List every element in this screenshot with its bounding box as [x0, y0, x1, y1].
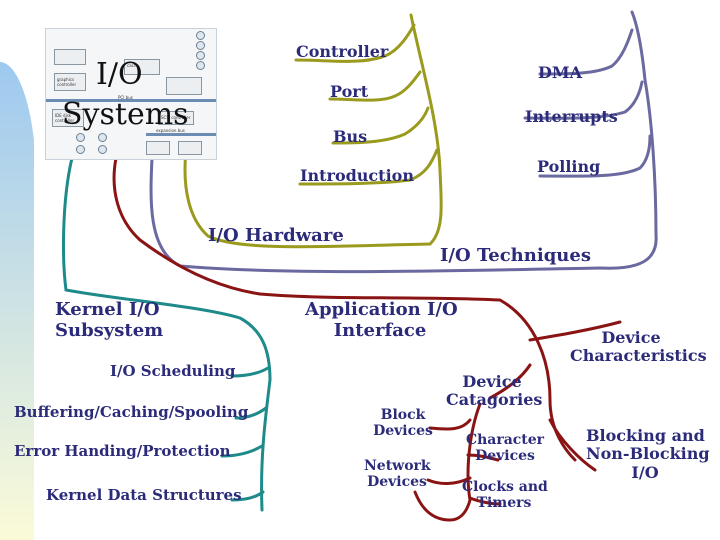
thumb-disk-5 [76, 133, 85, 142]
app-io-connector-categories [488, 363, 532, 400]
kernel-connector-buffering [234, 406, 268, 420]
thumb-ide-label: IDE disk controller [55, 113, 75, 123]
character-devices-line-1: Character [465, 432, 545, 448]
device-categories-line-1: Device [462, 372, 522, 391]
clocks-timers-line-1: Clocks and [462, 479, 548, 495]
app-io-connector-clocks [468, 496, 502, 506]
hardware-connector-port [328, 70, 422, 102]
techniques-root: I/O Techniques [440, 245, 591, 266]
thumb-disk-2 [196, 41, 205, 50]
app-io-connector-block [428, 418, 472, 431]
app-io-root-line-2: Interface [333, 319, 427, 341]
network-devices-label: Network Devices [364, 458, 431, 491]
kernel-item-scheduling: I/O Scheduling [110, 362, 236, 380]
thumb-disk-8 [98, 145, 107, 154]
kernel-item-error: Error Handing/Protection [14, 442, 231, 460]
block-devices-label: Block Devices [372, 407, 434, 439]
techniques-connector-polling [538, 134, 652, 178]
kernel-item-structures: Kernel Data Structures [46, 486, 242, 504]
device-categories-label: Device Catagories [446, 372, 543, 410]
techniques-connector-interrupts [523, 80, 644, 120]
blocking-io-line-2: Non-Blocking [586, 444, 710, 464]
app-io-root: Application I/O Interface [305, 299, 458, 341]
kernel-root-line-1: Kernel I/O [55, 299, 160, 320]
app-io-connector-character [466, 453, 500, 462]
blocking-io-line-3: I/O [631, 462, 659, 482]
hardware-trunk [183, 13, 443, 249]
techniques-item-polling: Polling [537, 157, 601, 176]
hardware-connector-bus [331, 106, 430, 145]
hardware-root: I/O Hardware [208, 225, 344, 246]
kernel-connector-scheduling [230, 366, 270, 378]
blocking-io-label: Blocking and Non-Blocking I/O [586, 426, 710, 482]
app-io-connector-characteristics [528, 320, 622, 342]
clocks-timers-label: Clocks and Timers [462, 479, 548, 512]
device-characteristics-line-1: Device [601, 328, 661, 347]
thumb-graphics-label: graphics controller [57, 77, 77, 87]
thumb-box-ide: IDE disk controller [52, 109, 84, 127]
io-bus-diagram-thumbnail: graphics controller cache PCI bus IDE di… [45, 28, 217, 160]
app-io-categories-stem [448, 402, 482, 522]
left-gradient-band [0, 62, 34, 540]
app-io-connector-blocking [548, 418, 597, 472]
character-devices-line-2: Devices [475, 448, 535, 465]
techniques-connector-dma [538, 28, 634, 76]
thumb-pci-label: PCI bus [118, 95, 133, 100]
title-line-1: I/O [96, 57, 143, 92]
kernel-connector-error [220, 444, 264, 458]
thumb-box-graphics: graphics controller [54, 73, 86, 91]
app-io-trunk [112, 156, 577, 462]
thumb-expansion-label: expansion bus [156, 128, 185, 133]
clocks-timers-line-2: Timers [476, 495, 532, 512]
kernel-root-line-2: Subsystem [55, 319, 164, 341]
blocking-io-line-1: Blocking and [586, 426, 705, 445]
thumb-box-keyboard [146, 141, 170, 155]
thumb-box-processor [54, 49, 86, 65]
thumb-disk-4 [196, 61, 205, 70]
device-characteristics-label: Device Characteristics [570, 328, 707, 366]
thumb-disk-3 [196, 51, 205, 60]
block-devices-line-2: Devices [373, 423, 433, 440]
hardware-connector-introduction [298, 148, 439, 186]
thumb-expansion-bus [146, 133, 216, 136]
network-devices-line-1: Network [364, 458, 431, 474]
hardware-item-port: Port [330, 82, 369, 101]
thumb-disk-7 [76, 145, 85, 154]
app-io-lower-stem [413, 490, 452, 522]
thumb-scsi-label: SCSI controller [161, 115, 191, 120]
kernel-connector-structures [230, 490, 265, 502]
device-characteristics-line-2: Characteristics [570, 346, 707, 366]
block-devices-line-1: Block [380, 407, 426, 423]
kernel-item-buffering: Buffering/Caching/Spooling [14, 403, 249, 421]
hardware-item-introduction: Introduction [300, 166, 414, 185]
device-categories-line-2: Catagories [446, 390, 543, 410]
techniques-item-interrupts: Interrupts [525, 107, 618, 126]
thumb-box-serial [178, 141, 202, 155]
hardware-item-controller: Controller [296, 42, 389, 61]
thumb-box-memory [166, 77, 202, 95]
thumb-pci-bus [46, 99, 216, 102]
character-devices-label: Character Devices [464, 432, 546, 464]
kernel-root: Kernel I/O Subsystem [55, 299, 164, 341]
thumb-disk-6 [98, 133, 107, 142]
techniques-item-dma: DMA [538, 63, 582, 82]
app-io-root-line-1: Application I/O [305, 299, 458, 320]
hardware-connector-controller [294, 23, 416, 63]
kernel-trunk [62, 156, 272, 512]
app-io-connector-network [426, 476, 472, 485]
thumb-box-cache: cache [124, 59, 160, 75]
thumb-box-scsi: SCSI controller [158, 111, 194, 125]
thumb-disk-1 [196, 31, 205, 40]
hardware-item-bus: Bus [333, 127, 368, 146]
title-line-2: Systems [62, 97, 189, 132]
thumb-cache-label: cache [127, 63, 139, 68]
network-devices-line-2: Devices [367, 474, 427, 491]
